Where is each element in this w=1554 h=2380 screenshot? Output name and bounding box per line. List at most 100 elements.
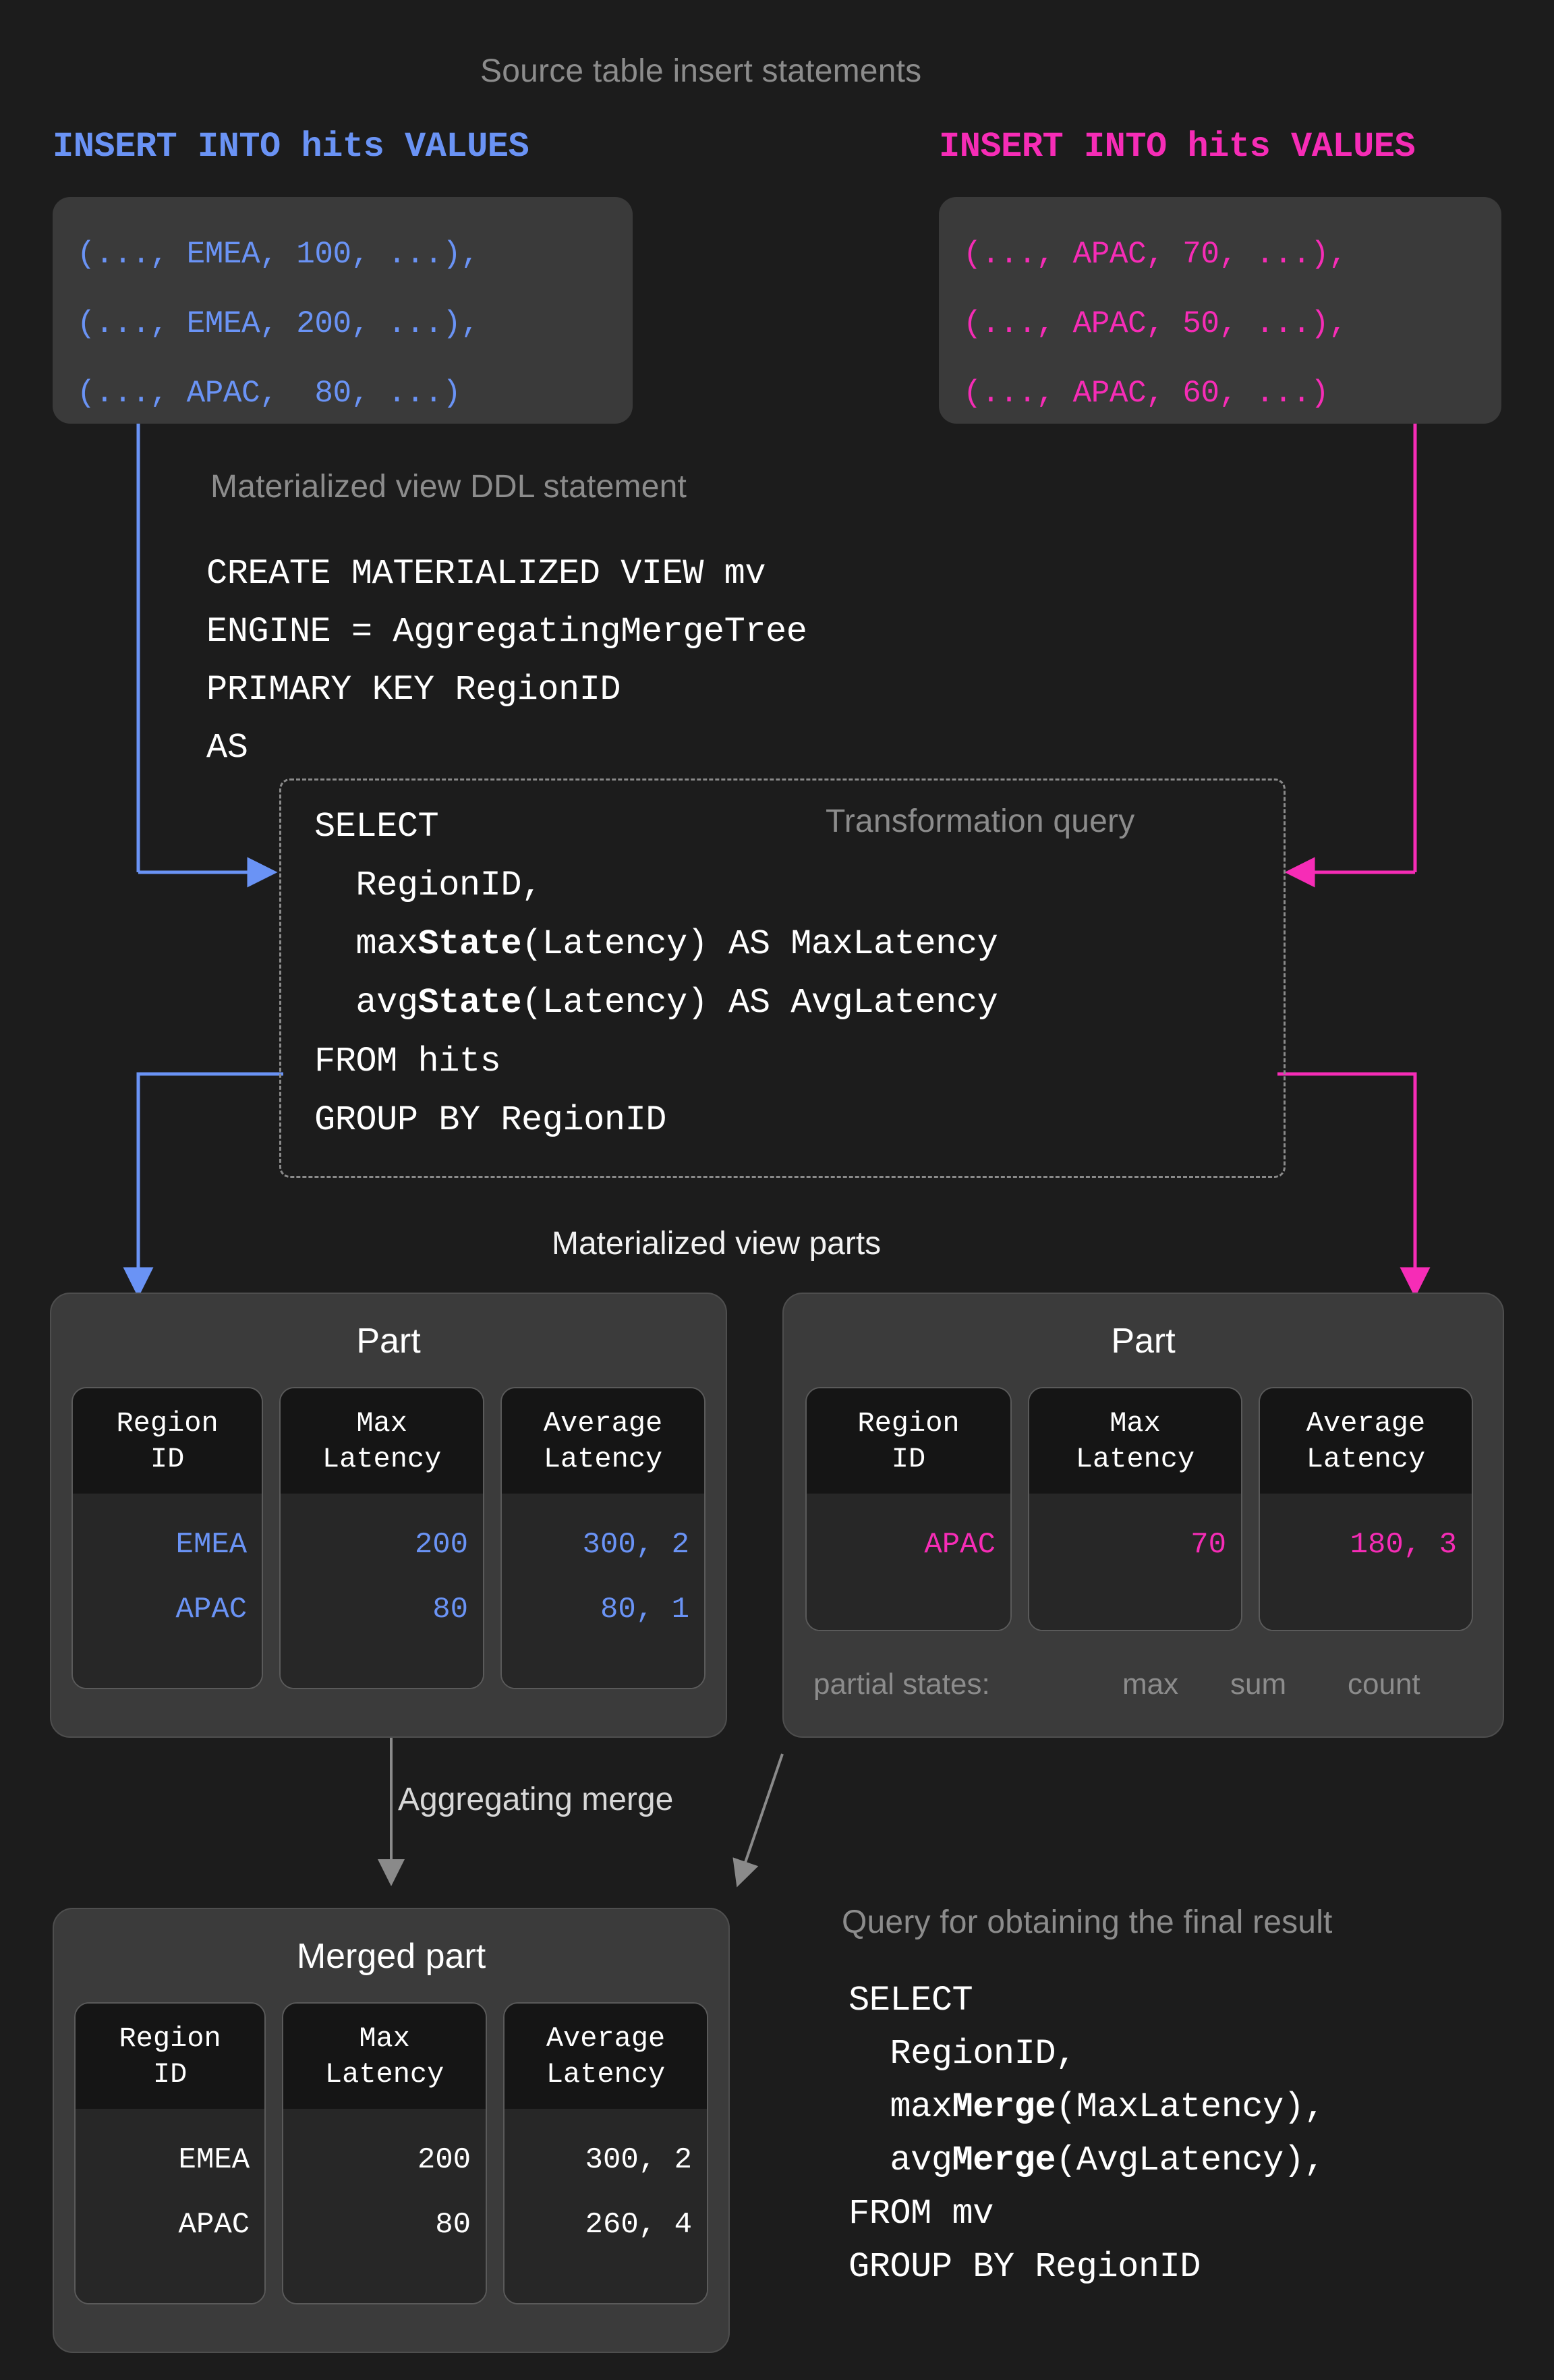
column-average-latency: Average Latency 300, 2 260, 4 [503,2002,708,2304]
insert-header-left: INSERT INTO hits VALUES [53,127,529,167]
query-line: SELECT [314,797,998,856]
transformation-query-text: SELECT RegionID, maxState(Latency) AS Ma… [314,797,998,1150]
table-cell: EMEA [178,2143,250,2177]
query-line: avgState(Latency) AS AvgLatency [314,973,998,1032]
part-columns: Region ID EMEA APAC Max Latency 200 80 A… [71,1387,706,1689]
ddl-line: PRIMARY KEY RegionID [206,670,621,710]
column-max-latency: Max Latency 200 80 [279,1387,485,1689]
insert-value-row: (..., EMEA, 100, ...), [77,237,480,272]
query-line-pre: GROUP BY RegionID [848,2247,1201,2287]
query-line: maxState(Latency) AS MaxLatency [314,915,998,973]
table-cell: 300, 2 [585,2143,692,2177]
mv-parts-caption: Materialized view parts [552,1226,882,1262]
insert-value-row: (..., EMEA, 200, ...), [77,306,480,341]
ddl-statement: CREATE MATERIALIZED VIEW mv ENGINE = Agg… [206,545,807,777]
final-query-line: maxMerge(MaxLatency), [848,2080,1325,2134]
insert-card-right: (..., APAC, 70, ...), (..., APAC, 50, ..… [939,197,1501,424]
query-line-pre: RegionID, [848,2034,1076,2074]
column-body: 70 [1029,1494,1241,1630]
partial-states-label: partial states: [813,1668,990,1701]
table-cell: 80, 1 [600,1593,689,1626]
table-cell: APAC [178,2208,250,2242]
transformation-query-box [279,778,1286,1178]
ddl-line: CREATE MATERIALIZED VIEW mv [206,554,766,594]
final-query-line: avgMerge(AvgLatency), [848,2134,1325,2187]
column-average-latency: Average Latency 180, 3 [1259,1387,1473,1631]
query-line-pre: GROUP BY RegionID [314,1100,667,1140]
source-section-caption: Source table insert statements [480,53,922,89]
mv-part-right: Part Region ID APAC Max Latency 70 Avera… [782,1293,1504,1738]
table-cell: 200 [417,2143,471,2177]
query-line: FROM hits [314,1032,998,1091]
column-max-latency: Max Latency 70 [1028,1387,1242,1631]
column-header: Region ID [76,2004,265,2109]
final-query-line: SELECT [848,1974,1325,2027]
arrow-merge-right [732,1753,784,1888]
table-cell: 200 [414,1528,469,1562]
partial-state-max: max [1122,1668,1179,1701]
query-line-post: (MaxLatency), [1056,2087,1325,2127]
column-region-id: Region ID EMEA APAC [74,2002,266,2304]
query-line-pre: FROM mv [848,2194,994,2234]
partial-state-count: count [1348,1668,1420,1701]
query-line-pre: max [848,2087,952,2127]
arrow-pink-query-to-part [1277,1072,1431,1298]
merged-part-title: Merged part [296,1937,486,1976]
part-title: Part [1111,1322,1176,1361]
ddl-line: ENGINE = AggregatingMergeTree [206,612,807,652]
column-header: Average Latency [502,1388,704,1494]
final-query-line: FROM mv [848,2187,1325,2240]
column-region-id: Region ID EMEA APAC [71,1387,264,1689]
insert-value-row: (..., APAC, 80, ...) [77,376,461,411]
insert-card-left: (..., EMEA, 100, ...), (..., EMEA, 200, … [53,197,633,424]
column-region-id: Region ID APAC [805,1387,1012,1631]
column-max-latency: Max Latency 200 80 [282,2002,488,2304]
part-title: Part [356,1322,421,1361]
ddl-line: AS [206,728,248,768]
column-body: 200 80 [283,2109,486,2303]
insert-value-row: (..., APAC, 50, ...), [963,306,1348,341]
query-line-bold: State [418,924,522,964]
column-header: Region ID [73,1388,262,1494]
query-line-bold: Merge [952,2141,1056,2180]
query-line-pre: avg [848,2141,952,2180]
final-query-caption: Query for obtaining the final result [842,1904,1333,1940]
table-cell: EMEA [175,1528,248,1562]
query-line-pre: RegionID, [314,866,542,905]
mv-part-left: Part Region ID EMEA APAC Max Latency 200… [50,1293,727,1738]
query-line-bold: Merge [952,2087,1056,2127]
table-cell: 260, 4 [585,2208,692,2242]
column-body: 180, 3 [1260,1494,1472,1630]
column-average-latency: Average Latency 300, 2 80, 1 [500,1387,706,1689]
column-header: Average Latency [1260,1388,1472,1494]
column-body: APAC [807,1494,1010,1630]
insert-value-row: (..., APAC, 60, ...) [963,376,1329,411]
column-header: Average Latency [505,2004,707,2109]
query-line: RegionID, [314,856,998,915]
insert-header-right: INSERT INTO hits VALUES [939,127,1416,167]
table-cell: APAC [924,1528,996,1562]
final-query-line: GROUP BY RegionID [848,2240,1325,2294]
query-line-post: (AvgLatency), [1056,2141,1325,2180]
table-cell: 80 [435,2208,471,2242]
part-columns: Region ID APAC Max Latency 70 Average La… [805,1387,1481,1631]
column-header: Max Latency [1029,1388,1241,1494]
insert-value-row: (..., APAC, 70, ...), [963,237,1348,272]
query-line-pre: SELECT [314,807,439,847]
merged-part: Merged part Region ID EMEA APAC Max Late… [53,1908,730,2353]
ddl-caption: Materialized view DDL statement [210,469,687,505]
column-header: Region ID [807,1388,1010,1494]
query-line-post: (Latency) AS AvgLatency [521,983,998,1023]
query-line-pre: SELECT [848,1981,973,2020]
arrow-blue-query-to-part [123,1072,283,1298]
column-body: 200 80 [281,1494,484,1688]
partial-state-sum: sum [1230,1668,1287,1701]
query-line-pre: max [314,924,418,964]
transformation-query-caption: Transformation query [826,803,1135,839]
query-line-pre: avg [314,983,418,1023]
column-body: EMEA APAC [76,2109,265,2303]
query-line-post: (Latency) AS MaxLatency [521,924,998,964]
table-cell: 70 [1190,1528,1226,1562]
table-cell: 80 [432,1593,469,1626]
